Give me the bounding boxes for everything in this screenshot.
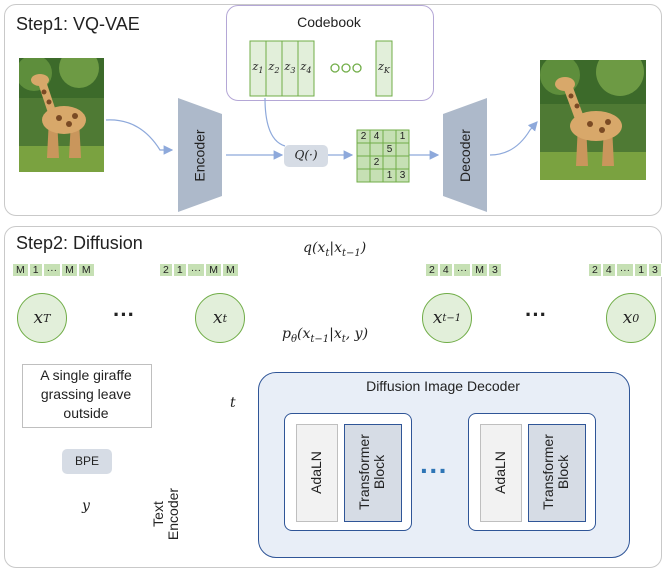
codebook-z3: z3	[284, 60, 296, 76]
text-encoder-label: Text Encoder	[150, 487, 181, 541]
ellipsis-left: ···	[113, 302, 135, 327]
transformer-2-label: Transformer Block	[540, 434, 571, 510]
adaln-2	[480, 424, 522, 522]
encoder-shape	[178, 98, 222, 212]
codebook-z4: z4	[300, 60, 312, 76]
decoder-shape	[443, 98, 487, 212]
transformer-1-label: Transformer Block	[356, 434, 387, 510]
encoder-label: Encoder	[191, 128, 208, 182]
input-image	[19, 58, 104, 172]
diffusion-decoder-title: Diffusion Image Decoder	[366, 378, 520, 394]
bpe-label: BPE	[74, 454, 99, 468]
q-label: q(xt|xt−1)	[303, 240, 367, 259]
p-label: pθ(xt−1|xt, y)	[282, 326, 369, 345]
adaln-2-label: AdaLN	[491, 450, 508, 494]
codebook-z1: z1	[252, 60, 264, 76]
step1-title: Step1: VQ-VAE	[16, 14, 140, 34]
ellipsis-right: ···	[525, 302, 547, 327]
codebook-zK: zK	[378, 60, 390, 76]
codebook-dots	[330, 63, 362, 73]
transformer-2	[528, 424, 586, 522]
codebook-columns	[249, 40, 393, 97]
block-ellipsis: ···	[420, 455, 448, 486]
step2-title: Step2: Diffusion	[16, 233, 143, 253]
codebook-title: Codebook	[297, 14, 361, 30]
codebook-z2: z2	[268, 60, 280, 76]
text-prompt: A single giraffe grassing leave outside	[40, 367, 132, 421]
y-label: y	[82, 498, 90, 514]
bpe-box	[62, 449, 112, 474]
adaln-1-label: AdaLN	[307, 450, 324, 494]
adaln-1	[296, 424, 338, 522]
decoder-label: Decoder	[456, 128, 473, 182]
quantizer-label: Q(·)	[294, 148, 318, 162]
token-grid	[356, 129, 410, 183]
transformer-1	[344, 424, 402, 522]
text-prompt-box	[22, 364, 152, 428]
output-image	[540, 60, 646, 180]
quantizer-box	[284, 145, 328, 167]
t-label: t	[230, 395, 236, 411]
